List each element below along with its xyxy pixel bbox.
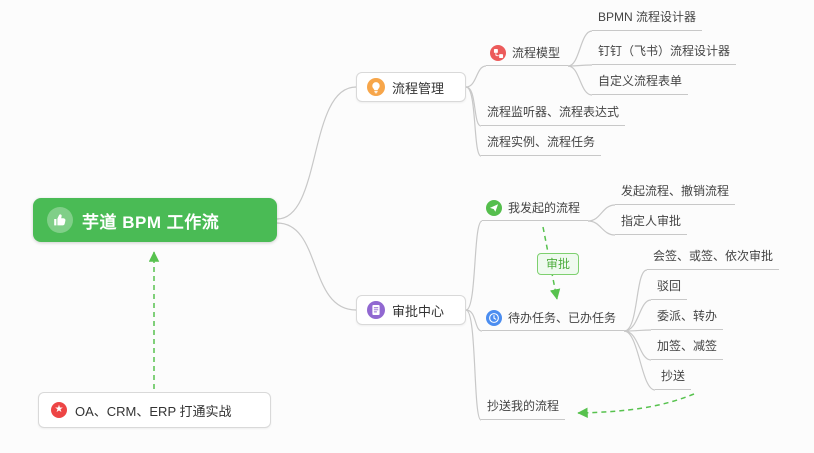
relation-arrow-cc [577,393,695,419]
send-icon [486,200,502,216]
node-my-initiated[interactable]: 我发起的流程 [482,197,589,221]
node-bpmn-designer[interactable]: BPMN 流程设计器 [592,5,703,31]
lightbulb-icon [367,78,385,96]
clock-icon [486,310,502,326]
node-practice-note[interactable]: ★ OA、CRM、ERP 打通实战 [38,392,271,428]
relation-label-approve[interactable]: 审批 [537,253,580,275]
node-todo-done-label: 待办任务、已办任务 [508,311,617,325]
node-approval-center[interactable]: 审批中心 [356,295,466,325]
thumbs-up-icon [47,207,73,233]
node-root-label: 芋道 BPM 工作流 [82,212,220,232]
node-custom-form[interactable]: 自定义流程表单 [592,69,689,95]
node-delegate-transfer[interactable]: 委派、转办 [651,304,724,330]
node-process-mgmt[interactable]: 流程管理 [356,72,466,102]
node-practice-note-label: OA、CRM、ERP 打通实战 [75,403,232,419]
node-dingtalk-designer[interactable]: 钉钉（飞书）流程设计器 [592,39,737,65]
document-icon [367,301,385,319]
node-add-remove-sign[interactable]: 加签、减签 [651,334,724,360]
node-root[interactable]: 芋道 BPM 工作流 [33,198,277,242]
node-start-cancel-process[interactable]: 发起流程、撤销流程 [615,179,736,205]
node-my-initiated-label: 我发起的流程 [508,201,581,215]
node-process-model[interactable]: 流程模型 [486,42,569,66]
node-todo-done[interactable]: 待办任务、已办任务 [482,307,625,331]
node-listener-expression[interactable]: 流程监听器、流程表达式 [481,100,626,126]
node-process-model-label: 流程模型 [512,46,561,60]
node-cc[interactable]: 抄送 [655,364,692,390]
node-process-mgmt-label: 流程管理 [392,80,445,96]
node-approval-center-label: 审批中心 [392,303,445,319]
flow-icon [490,45,506,61]
node-reject[interactable]: 驳回 [651,274,688,300]
node-countersign[interactable]: 会签、或签、依次审批 [647,244,780,270]
node-cc-my-process[interactable]: 抄送我的流程 [481,394,566,420]
node-assignee-approval[interactable]: 指定人审批 [615,209,688,235]
star-icon: ★ [51,402,67,418]
node-instance-task[interactable]: 流程实例、流程任务 [481,130,602,156]
